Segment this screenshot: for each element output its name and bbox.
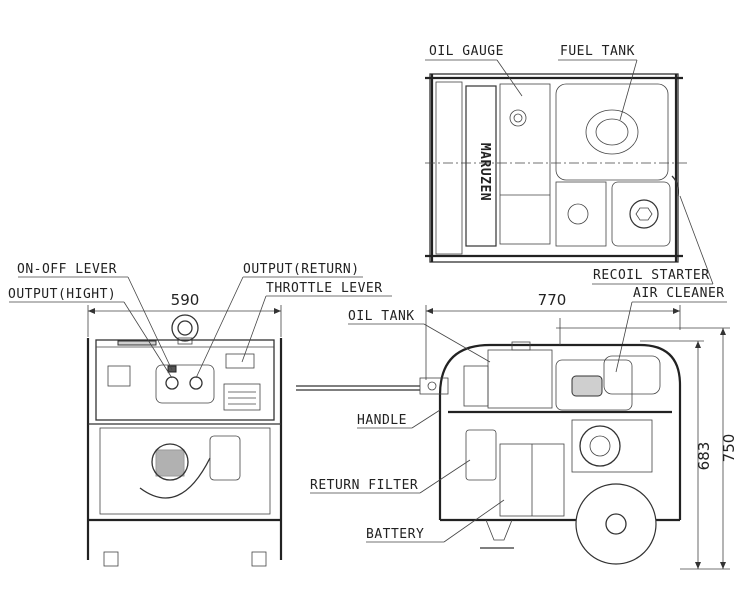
battery-label: BATTERY <box>366 527 424 542</box>
dim-height-frame: 683 <box>695 442 713 471</box>
side-view <box>296 318 682 565</box>
wheel <box>575 483 657 565</box>
air-cleaner-label: AIR CLEANER <box>633 286 725 301</box>
oil-gauge-label: OIL GAUGE <box>429 44 504 59</box>
handle-label: HANDLE <box>357 413 407 428</box>
front-callouts: ON-OFF LEVER OUTPUT(HIGHT) OUTPUT(RETURN… <box>8 262 392 379</box>
recoil-starter-label: RECOIL STARTER <box>593 268 710 283</box>
air-cleaner-part <box>603 355 661 395</box>
maruzen-plate <box>465 85 497 247</box>
output-return-label: OUTPUT(RETURN) <box>243 262 360 277</box>
oil-gauge-part <box>509 109 527 127</box>
front-view <box>86 314 283 567</box>
dim-side-length: 770 <box>538 291 567 309</box>
dim-height-total: 750 <box>720 434 738 463</box>
fuel-tank-label: FUEL TANK <box>560 44 635 59</box>
output-hight-label: OUTPUT(HIGHT) <box>8 287 116 302</box>
return-filter-label: RETURN FILTER <box>310 478 418 493</box>
brand-text: MARUZEN <box>477 143 492 201</box>
side-dimensions: 770 750 683 <box>425 291 738 570</box>
front-dimension: 590 <box>87 291 282 337</box>
oil-tank-label: OIL TANK <box>348 309 415 324</box>
side-callouts: OIL TANK HANDLE RETURN FILTER BATTERY <box>310 309 505 543</box>
recoil-starter-part <box>629 199 659 229</box>
on-off-lever-label: ON-OFF LEVER <box>17 262 117 277</box>
top-callouts: OIL GAUGE FUEL TANK RECOIL STARTER AIR C… <box>425 44 727 373</box>
throttle-lever-label: THROTTLE LEVER <box>266 281 383 296</box>
dim-front-width: 590 <box>171 291 200 309</box>
fuel-tank-part <box>555 83 669 181</box>
return-filter-part <box>465 429 497 481</box>
top-view: MARUZEN <box>425 73 690 263</box>
oil-tank-part <box>487 349 553 409</box>
